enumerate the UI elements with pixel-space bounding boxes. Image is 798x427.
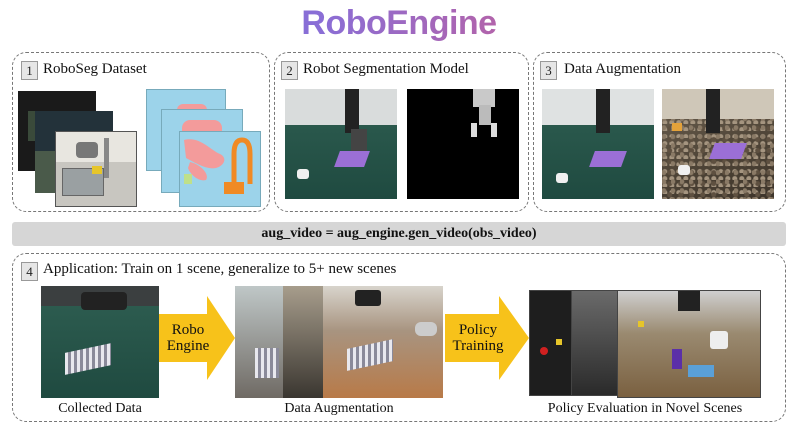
- augmentation-collage: [235, 286, 443, 398]
- augmented-scene-granite: [662, 89, 774, 199]
- policy-training-arrow: Policy Training: [445, 296, 529, 380]
- dataset-photo-front: [55, 131, 137, 207]
- evaluation-photo-middle: [571, 290, 623, 396]
- panel-title: Application: Train on 1 scene, generaliz…: [43, 261, 397, 277]
- caption-policy-evaluation: Policy Evaluation in Novel Scenes: [547, 401, 743, 416]
- panel-application: 4 Application: Train on 1 scene, general…: [12, 253, 786, 422]
- panel-number: 3: [540, 61, 557, 80]
- collected-data-photo: [41, 286, 159, 398]
- robot-silhouette-icon: [471, 89, 497, 137]
- augmented-scene-green: [542, 89, 654, 199]
- roboengine-arrow: Robo Engine: [159, 296, 235, 380]
- panel-title: Data Augmentation: [564, 61, 682, 77]
- panel-number: 1: [21, 61, 38, 80]
- robot-mask-output: [407, 89, 519, 199]
- right-arrow-icon: [159, 296, 235, 380]
- panel-number: 4: [21, 262, 38, 281]
- mask-front: [179, 131, 261, 207]
- arrow-label-line2: Training: [452, 338, 504, 354]
- panel-segmentation-model: 2 Robot Segmentation Model: [274, 52, 529, 212]
- right-arrow-icon: [445, 296, 529, 380]
- caption-data-augmentation: Data Augmentation: [284, 401, 394, 416]
- page-title: RoboEngine: [0, 4, 798, 43]
- mask-shapes-icon: [184, 137, 253, 194]
- caption-collected-data: Collected Data: [58, 401, 142, 416]
- panel-title: RoboSeg Dataset: [43, 61, 147, 77]
- panel-number: 2: [281, 61, 298, 80]
- panel-title: Robot Segmentation Model: [303, 61, 469, 77]
- panel-roboseg-dataset: 1 RoboSeg Dataset: [12, 52, 270, 212]
- code-snippet: aug_video = aug_engine.gen_video(obs_vid…: [12, 222, 786, 246]
- panel-data-augmentation: 3 Data Augmentation: [533, 52, 786, 212]
- evaluation-photo-front: [617, 290, 761, 398]
- robot-scene-photo: [285, 89, 397, 199]
- arrow-label-line2: Engine: [166, 338, 210, 354]
- arrow-label-line1: Policy: [458, 322, 498, 338]
- arrow-label-line1: Robo: [171, 322, 205, 338]
